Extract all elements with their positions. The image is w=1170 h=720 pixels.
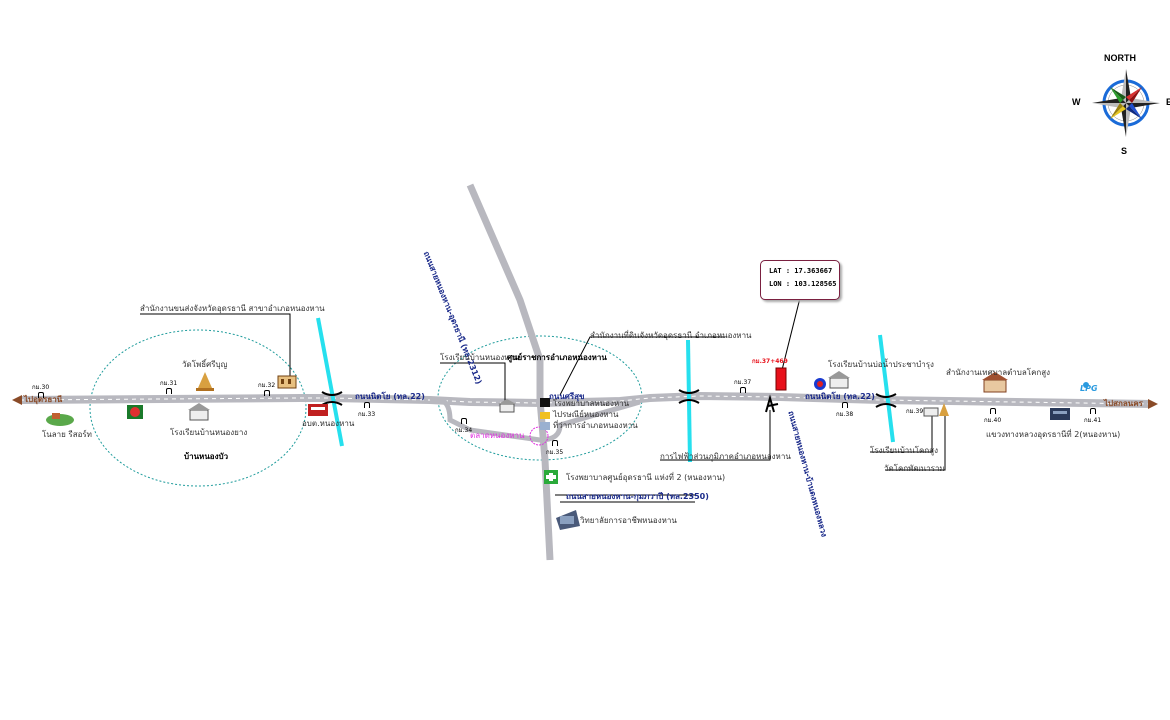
km-33-label: กม.33 xyxy=(358,411,376,418)
km-34-label: กม.34 xyxy=(455,427,473,434)
latitude-text: LAT : 17.363667 xyxy=(769,267,833,275)
lpg-icon xyxy=(1083,382,1089,388)
coordinate-callout: LAT : 17.363667 LON : 103.128565 xyxy=(760,260,840,300)
hospital2-icon xyxy=(544,470,558,484)
bridge-east-icon xyxy=(875,393,897,408)
college-icon xyxy=(556,510,580,530)
km-marker-40: กม.40 xyxy=(984,408,1001,425)
fuel-icon xyxy=(814,378,826,390)
road-label-to-sakon: ไปสกลนคร xyxy=(1104,399,1143,408)
place-college[interactable]: วิทยาลัยการอาชีพหนองหาน xyxy=(580,516,677,525)
place-school-wangsai[interactable]: โรงเรียนบ้านบ่อน้ำประชาบำรุง xyxy=(828,360,934,369)
river-east xyxy=(878,334,895,443)
school-wangsai-icon xyxy=(828,371,850,389)
place-ban-nongbua[interactable]: บ้านหนองบัว xyxy=(184,452,229,461)
bypass-road xyxy=(429,396,641,443)
district-icon xyxy=(540,422,550,430)
compass-west-label: W xyxy=(1072,97,1081,107)
place-land-office[interactable]: สำนักงานที่ดินจังหวัดอุดรธานี อำเภอหนองห… xyxy=(590,331,752,340)
compass-rose-icon xyxy=(1092,69,1160,137)
place-pea[interactable]: การไฟฟ้าส่วนภูมิภาคอำเภอหนองหาน xyxy=(660,452,791,461)
hospital-icon xyxy=(540,398,550,407)
km-41-label: กม.41 xyxy=(1084,417,1102,424)
km-39-label: กม.39 xyxy=(906,408,924,415)
compass-south-label: S xyxy=(1121,146,1128,156)
highways-office-icon xyxy=(1050,408,1070,420)
place-post-office[interactable]: ไปรษณีย์หนองหาน xyxy=(553,410,619,419)
pea-icon xyxy=(765,394,779,413)
road-2312 xyxy=(466,183,554,561)
school-khoksung-icon xyxy=(923,407,939,417)
market-circle-icon xyxy=(529,426,549,446)
leader-land-office-branch xyxy=(140,313,291,378)
place-muni[interactable]: สำนักงานเทศบาลตำบลโคกสูง xyxy=(946,368,1051,377)
place-highways-office[interactable]: แขวงทางหลวงอุดรธานีที่ 2(หนองหาน) xyxy=(986,430,1121,439)
office-building-icon xyxy=(277,375,297,389)
km-marker-37-469: กม.37+469 xyxy=(752,358,788,365)
road-label-sisuk: ถนนศรีสุข xyxy=(549,392,585,401)
road-label-nittayo-west: ถนนนิตโย (ทล.22) xyxy=(355,392,425,401)
place-school-khoksung[interactable]: โรงเรียนบ้านโคกสูง xyxy=(870,446,939,455)
leader-wat-khok xyxy=(885,415,946,471)
km-38-label: กม.38 xyxy=(836,411,854,418)
road-label-to-udon: ไปอุดรธานี xyxy=(24,395,63,404)
place-hospital[interactable]: โรงพยาบาลหนองหาน xyxy=(553,399,630,408)
post-icon xyxy=(540,412,550,419)
place-hospital2[interactable]: โรงพยาบาลศูนย์อุดรธานี แห่งที่ 2 (หนองหา… xyxy=(566,473,726,482)
school-nonghan-icon xyxy=(498,399,516,413)
wat-khok-icon xyxy=(939,403,949,416)
place-nonglai[interactable]: โนลาย รีสอร์ท xyxy=(42,430,92,439)
km-31-label: กม.31 xyxy=(160,380,178,387)
km-marker-30: กม.30 xyxy=(32,382,49,399)
place-district-office[interactable]: ที่ว่าการอำเภอหนองหาน xyxy=(553,421,638,430)
place-school-nonghan[interactable]: โรงเรียนบ้านหนองหาน xyxy=(440,353,520,362)
km-32-label: กม.32 xyxy=(258,382,276,389)
zone-west-ellipse xyxy=(89,329,307,487)
muni-icon xyxy=(982,372,1008,393)
river-west xyxy=(316,317,344,447)
km-40-label: กม.40 xyxy=(984,417,1002,424)
km-marker-35: กม.35 xyxy=(546,440,563,457)
place-district-center[interactable]: ศูนย์ราชการอำเภอหนองหาน xyxy=(507,353,607,362)
leader-school-nonghan xyxy=(440,362,506,403)
km-marker-33: กม.33 xyxy=(358,402,375,419)
leader-school-khoksung xyxy=(870,415,933,453)
school-nongyong-icon xyxy=(188,403,210,421)
leader-coord xyxy=(781,297,801,371)
km-35-label: กม.35 xyxy=(546,449,564,456)
km-37-label: กม.37 xyxy=(734,379,752,386)
place-obt[interactable]: อบต.หนองหาน xyxy=(302,419,355,428)
obt-building-icon xyxy=(308,404,328,416)
km-marker-32: กม.32 xyxy=(258,380,275,397)
arrow-east-icon xyxy=(1148,399,1158,409)
place-wat-khok[interactable]: วัดโคกพัฒนาราม xyxy=(884,464,945,473)
km-marker-34: กม.34 xyxy=(455,418,472,435)
bridge-mid-icon xyxy=(678,389,700,404)
compass-north-label: NORTH xyxy=(1104,53,1136,63)
temple-icon xyxy=(196,372,214,391)
site-marker-icon[interactable] xyxy=(775,367,787,391)
place-land-office-branch[interactable]: สำนักงานขนส่งจังหวัดอุดรธานี สาขาอำเภอหน… xyxy=(140,304,325,313)
km-marker-31: กม.31 xyxy=(160,378,177,395)
resort-icon xyxy=(46,413,74,426)
place-school-nongyong[interactable]: โรงเรียนบ้านหนองยาง xyxy=(170,428,248,437)
km-marker-39: กม.39 xyxy=(906,406,923,416)
place-market[interactable]: ตลาดหนองหาน xyxy=(470,431,525,440)
leader-land-office xyxy=(559,336,725,396)
km-marker-37: กม.37 xyxy=(734,377,751,394)
longitude-text: LON : 103.128565 xyxy=(769,280,837,288)
place-wat-pho[interactable]: วัดโพธิ์ศรีบุญ xyxy=(182,360,228,369)
leader-pea xyxy=(660,410,771,461)
road-label-2350: ถนนสายหนองหาน-กุมภวาปี (ทล.2350) xyxy=(566,492,709,501)
arrow-west-icon xyxy=(12,395,22,405)
compass-east-label: E xyxy=(1166,97,1170,107)
place-lpg[interactable]: LPG xyxy=(1080,384,1098,393)
km-30-label: กม.30 xyxy=(32,384,50,391)
obt-icon xyxy=(127,405,143,419)
highway-22-dash xyxy=(19,395,1151,405)
km-marker-41: กม.41 xyxy=(1084,408,1101,425)
road-label-nittayo-east: ถนนนิตโย (ทล.22) xyxy=(805,392,875,401)
km-marker-38: กม.38 xyxy=(836,402,853,419)
